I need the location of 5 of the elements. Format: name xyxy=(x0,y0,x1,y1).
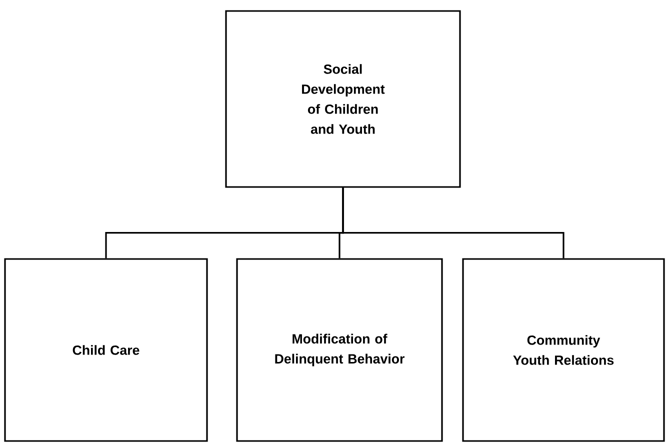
org-box: Community Youth Relations xyxy=(462,258,665,442)
org-box: Modification of Delinquent Behavior xyxy=(236,258,443,442)
connector-line xyxy=(342,188,564,258)
org-box: Social Development of Children and Youth xyxy=(225,10,461,188)
org-box: Child Care xyxy=(4,258,208,442)
